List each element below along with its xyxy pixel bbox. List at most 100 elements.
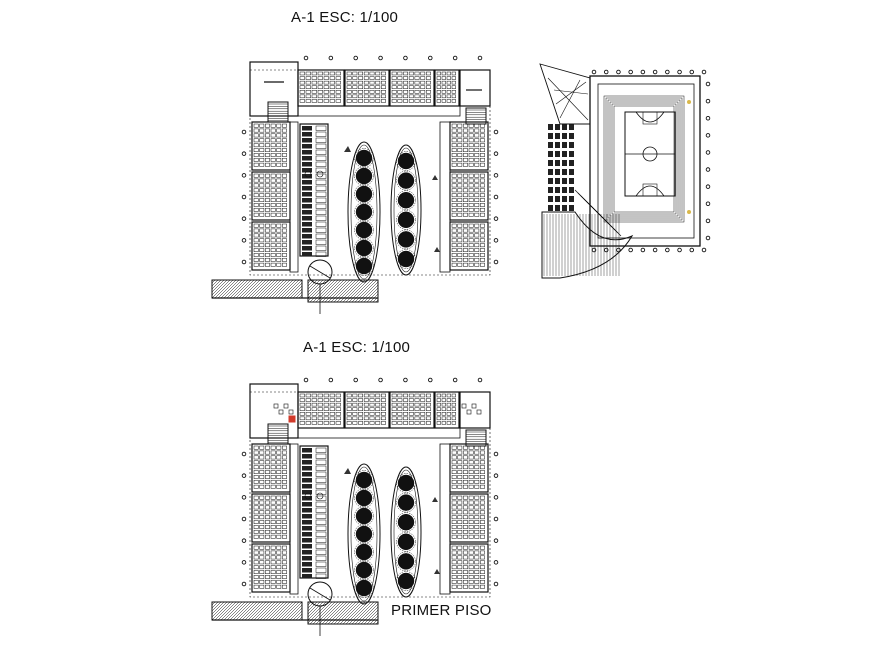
desk <box>474 510 480 515</box>
desk <box>270 183 276 188</box>
desk <box>474 579 480 584</box>
desk <box>420 421 426 425</box>
desk <box>414 393 420 398</box>
desk <box>265 138 270 143</box>
seat <box>569 205 574 211</box>
desk <box>451 223 457 228</box>
desk <box>305 398 311 402</box>
classroom-right-2 <box>449 171 489 221</box>
desk <box>352 421 358 425</box>
desk <box>468 173 474 178</box>
desk <box>282 484 287 489</box>
desk <box>270 565 276 570</box>
desk <box>403 80 408 85</box>
desk <box>426 412 431 416</box>
lab-bench <box>302 246 312 251</box>
desk <box>352 402 358 407</box>
tree <box>397 474 415 492</box>
desk <box>414 99 420 103</box>
desk <box>451 123 457 128</box>
desk <box>346 393 352 398</box>
desk <box>276 262 282 267</box>
desk <box>282 445 287 450</box>
desk <box>391 393 397 398</box>
ramp-hatch-left <box>211 279 303 299</box>
desk <box>323 416 329 421</box>
tree-canopy <box>396 210 416 230</box>
lab-bench <box>315 209 327 215</box>
desk <box>253 465 259 470</box>
tree-canopy <box>354 166 374 186</box>
corner-room-right <box>459 69 491 107</box>
seat <box>562 142 567 148</box>
desk <box>323 76 329 80</box>
corridor-top <box>297 427 461 439</box>
desk <box>282 479 287 484</box>
desk <box>270 262 276 267</box>
desk <box>352 398 358 402</box>
desk <box>282 233 287 238</box>
desk <box>346 402 352 407</box>
desk <box>305 402 311 407</box>
lab-bench <box>302 490 312 495</box>
seat <box>562 205 567 211</box>
desk <box>420 407 426 411</box>
desk <box>457 525 463 529</box>
desk <box>282 183 287 188</box>
desk <box>270 534 276 539</box>
desk <box>474 173 480 178</box>
desk <box>253 500 259 505</box>
lab-bench <box>315 489 327 495</box>
desk <box>381 402 386 407</box>
desk <box>282 243 287 248</box>
desk <box>474 203 480 207</box>
desk <box>457 505 463 510</box>
column-dot <box>677 69 682 75</box>
desk <box>259 183 265 188</box>
desk <box>335 398 341 402</box>
desk <box>474 534 480 539</box>
desk <box>253 460 259 465</box>
desk <box>463 238 468 243</box>
desk <box>305 99 311 103</box>
desk <box>457 153 463 157</box>
desk <box>457 223 463 228</box>
lab-bench <box>315 173 327 179</box>
lobby-furniture <box>471 403 477 409</box>
column-dot <box>705 184 711 189</box>
desk <box>352 80 358 85</box>
tree <box>397 572 415 590</box>
ramp-hatch-right <box>307 601 379 625</box>
desk <box>451 148 457 152</box>
desk <box>265 262 270 267</box>
lab-bench <box>302 472 312 477</box>
desk <box>446 393 451 398</box>
desk <box>446 407 451 411</box>
desk <box>474 475 480 479</box>
desk <box>276 123 282 128</box>
column-dot <box>628 69 633 75</box>
desk <box>369 90 375 94</box>
desk <box>480 460 485 465</box>
desk <box>463 465 468 470</box>
tree-canopy <box>354 560 374 580</box>
desk <box>259 510 265 515</box>
desk <box>311 398 317 402</box>
desk <box>276 584 282 589</box>
desk <box>282 475 287 479</box>
desk <box>305 94 311 99</box>
desk <box>480 560 485 565</box>
seat <box>569 151 574 157</box>
desk <box>381 407 386 411</box>
desk <box>282 128 287 133</box>
tree-canopy <box>354 524 374 544</box>
desk <box>463 570 468 574</box>
desk <box>259 173 265 178</box>
tree <box>355 149 373 167</box>
column-dot <box>241 473 247 478</box>
desk <box>259 203 265 207</box>
desk <box>276 575 282 579</box>
desk <box>403 398 408 402</box>
desk <box>270 550 276 555</box>
